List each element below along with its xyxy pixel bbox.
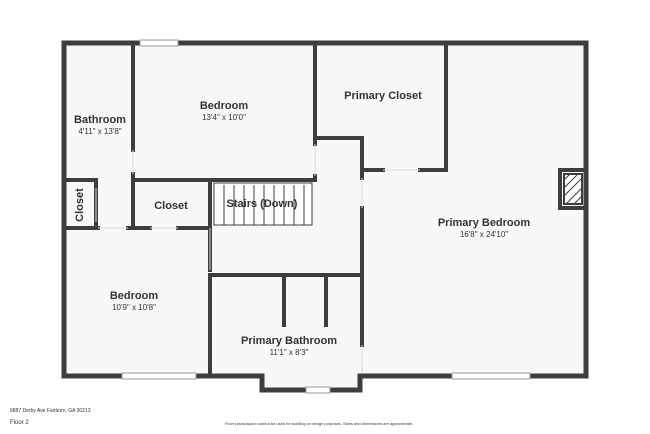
room-dims-primary-bedroom: 16'8" x 24'10"	[460, 230, 508, 239]
room-label-closet-center: Closet	[154, 200, 188, 212]
room-label-primary-bathroom: Primary Bathroom	[241, 335, 337, 347]
room-dims-bedroom-bottom: 10'9" x 10'8"	[112, 303, 156, 312]
fireplace-icon	[563, 173, 583, 205]
room-dims-bedroom-top: 13'4" x 10'0"	[202, 113, 246, 122]
room-label-bathroom: Bathroom	[74, 114, 126, 126]
room-label-bedroom-bottom: Bedroom	[110, 290, 159, 302]
floor-label: Floor 2	[10, 420, 29, 426]
room-label-bedroom-top: Bedroom	[200, 100, 249, 112]
windows	[121, 39, 531, 394]
stairs-treads	[213, 182, 313, 226]
room-label-closet-small: Closet	[74, 188, 86, 222]
door-openings	[95, 144, 420, 372]
room-dims-bathroom: 4'11" x 13'8"	[78, 127, 121, 136]
address-label: 6887 Derby Ave Fairburn, GA 30213	[10, 408, 91, 414]
disclaimer-text: Floor plans/layout cannot be used for bu…	[225, 421, 414, 426]
room-dims-primary-bathroom: 11'1" x 8'3"	[270, 348, 309, 357]
room-label-primary-closet: Primary Closet	[344, 90, 422, 102]
room-label-primary-bedroom: Primary Bedroom	[438, 217, 531, 229]
floor-area	[64, 43, 586, 390]
room-label-stairs: Stairs (Down)	[227, 198, 298, 210]
